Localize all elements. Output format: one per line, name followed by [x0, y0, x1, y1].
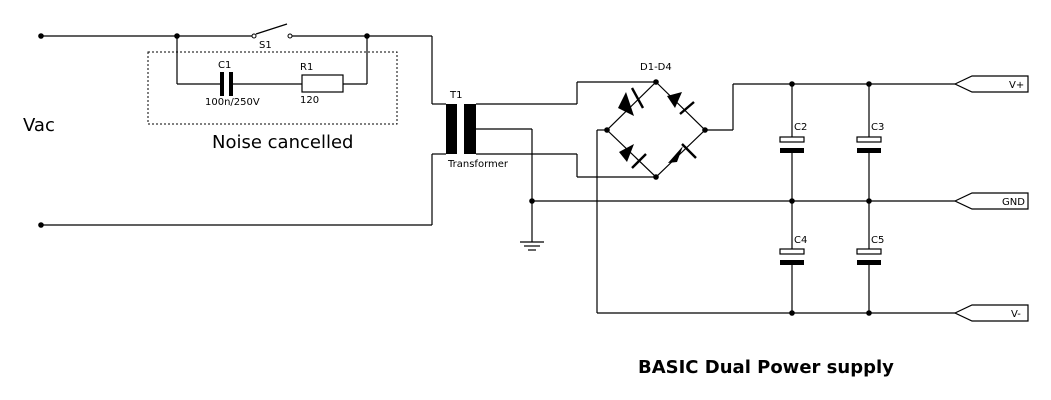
ground-symbol — [520, 241, 544, 251]
diode-d4 — [668, 143, 697, 163]
resistor-r1 — [301, 74, 344, 93]
bridge-rectifier — [604, 79, 708, 180]
capacitor-c2 — [779, 136, 805, 153]
port-vplus-label: V+ — [1009, 80, 1024, 91]
c2-label: C2 — [794, 122, 807, 133]
vac-label: Vac — [23, 115, 55, 136]
capacitor-c5 — [856, 248, 882, 265]
c1-ref: C1 — [218, 60, 231, 71]
capacitor-c3 — [856, 136, 882, 153]
diode-d2 — [667, 92, 695, 115]
noise-cancel-box — [147, 51, 398, 125]
noise-cancelled-label: Noise cancelled — [212, 132, 353, 153]
diode-d1 — [618, 87, 645, 116]
port-vminus-label: V- — [1011, 309, 1021, 320]
c1-value: 100n/250V — [205, 97, 260, 108]
s1-label: S1 — [259, 40, 272, 51]
capacitor-c4 — [779, 248, 805, 265]
c5-label: C5 — [871, 235, 884, 246]
diagram-title: BASIC Dual Power supply — [638, 357, 894, 378]
diode-d3 — [619, 144, 647, 169]
port-gnd-label: GND — [1002, 197, 1025, 208]
c4-label: C4 — [794, 235, 807, 246]
port-gnd — [953, 192, 1029, 210]
input-wires — [38, 33, 446, 228]
capacitor-c1 — [220, 72, 233, 96]
rail-wires — [532, 83, 955, 314]
port-vminus — [953, 304, 1029, 322]
transformer-label: Transformer — [447, 159, 509, 170]
cap-column-1-wires — [789, 81, 795, 316]
c3-label: C3 — [871, 122, 884, 133]
transformer-t1 — [446, 104, 476, 154]
switch-s1 — [251, 23, 293, 39]
rc-network-wires — [174, 33, 370, 85]
bridge-label: D1-D4 — [640, 62, 672, 73]
t1-ref: T1 — [449, 90, 462, 101]
port-vplus — [953, 75, 1029, 93]
r1-ref: R1 — [300, 62, 313, 73]
r1-value: 120 — [300, 95, 319, 106]
cap-column-2-wires — [866, 81, 872, 316]
